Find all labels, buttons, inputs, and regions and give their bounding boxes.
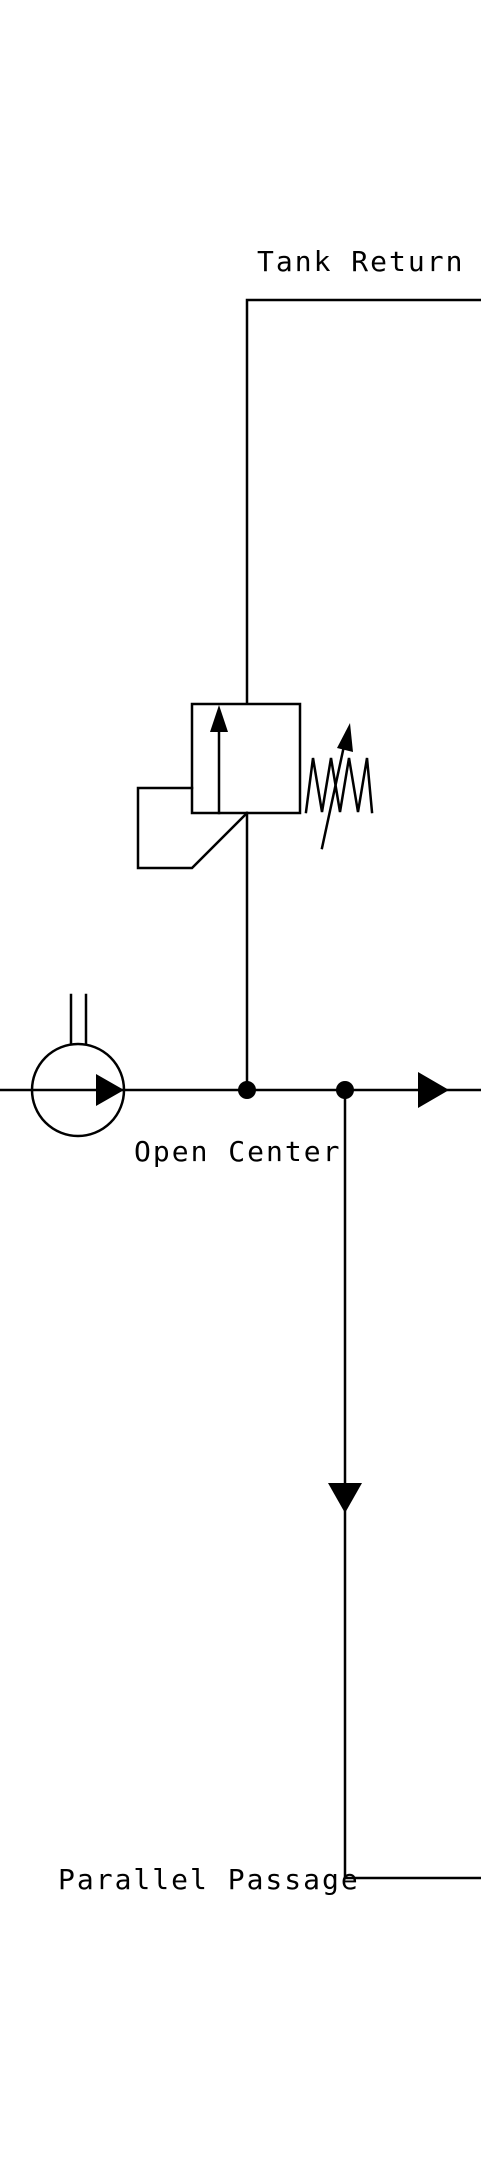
junction-dot-open-center [238,1081,256,1099]
parallel-passage-label: Parallel Passage [58,1863,360,1896]
parallel-passage-line [343,1088,481,1880]
relief-valve-arrowhead [210,705,228,732]
adjustable-spring-icon [304,757,374,814]
spring-adjust-arrowhead [337,723,353,752]
tank-return-label: Tank Return [257,245,465,278]
relief-valve-body [190,702,302,815]
junction-dot-parallel [336,1081,354,1099]
spring-adjust-arrow-stem [320,730,349,850]
flow-direction-arrow-icon [418,1072,449,1108]
relief-valve-pilot-housing [136,786,249,870]
open-center-label: Open Center [134,1135,342,1168]
tank-return-line [245,298,481,704]
pump-discharge-triangle [96,1074,124,1106]
parallel-down-arrow-icon [328,1483,362,1513]
